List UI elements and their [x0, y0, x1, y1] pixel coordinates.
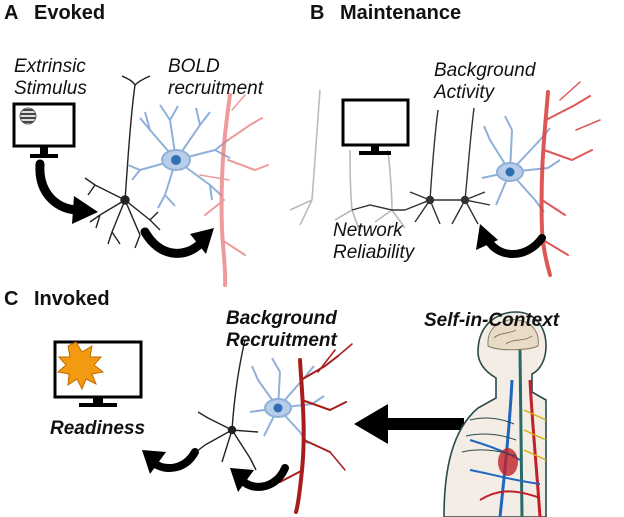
astrocyte-icon [249, 357, 325, 445]
label-bold-recruitment-2: recruitment [168, 78, 264, 99]
curved-arrow-icon [140, 227, 205, 258]
panel-title-invoked: Invoked [34, 288, 110, 310]
arrowhead-icon [230, 468, 254, 492]
label-network-reliability-2: Reliability [333, 242, 415, 263]
panel-c [53, 311, 547, 517]
panel-b [289, 81, 601, 277]
blood-vessel-icon [199, 93, 269, 287]
curved-arrow-icon [484, 234, 546, 258]
monitor-icon [341, 98, 410, 155]
curved-arrow-icon [35, 159, 83, 215]
label-background-recruitment-2: Recruitment [226, 330, 337, 351]
pyramidal-neuron-icon [84, 75, 161, 249]
grating-stimulus-icon [19, 107, 37, 125]
arrowhead-icon [142, 450, 166, 474]
starburst-icon [56, 341, 105, 391]
panel-letter-a: A [4, 2, 19, 24]
pyramidal-neuron-icon [351, 107, 491, 225]
pyramidal-neuron-icon [195, 339, 259, 471]
human-anatomy-icon [443, 311, 547, 517]
blood-vessel-icon [539, 81, 601, 277]
label-network-reliability-1: Network [333, 220, 403, 241]
straight-arrow-icon [354, 404, 464, 444]
panel-title-maintenance: Maintenance [340, 2, 462, 24]
label-background-activity-2: Activity [434, 82, 495, 103]
panel-letter-b: B [310, 2, 325, 24]
label-background-recruitment-1: Background [226, 308, 337, 329]
astrocyte-icon [481, 115, 561, 213]
label-extrinsic-stimulus-2: Stimulus [14, 78, 87, 99]
panel-a [12, 75, 269, 287]
label-extrinsic-stimulus-1: Extrinsic [14, 56, 86, 77]
arrowhead-icon [72, 196, 98, 224]
panel-title-evoked: Evoked [34, 2, 106, 24]
faded-neuron-icon [289, 89, 406, 233]
arrowhead-icon [190, 228, 214, 254]
label-bold-recruitment-1: BOLD [168, 56, 220, 77]
monitor-icon [53, 340, 143, 407]
label-background-activity-1: Background [434, 60, 536, 81]
astrocyte-icon [127, 104, 231, 209]
arrowhead-icon [476, 224, 498, 250]
label-self-in-context: Self-in-Context [424, 310, 560, 331]
blood-vessel-icon [279, 343, 353, 514]
label-readiness: Readiness [50, 418, 146, 439]
panel-letter-c: C [4, 288, 19, 310]
